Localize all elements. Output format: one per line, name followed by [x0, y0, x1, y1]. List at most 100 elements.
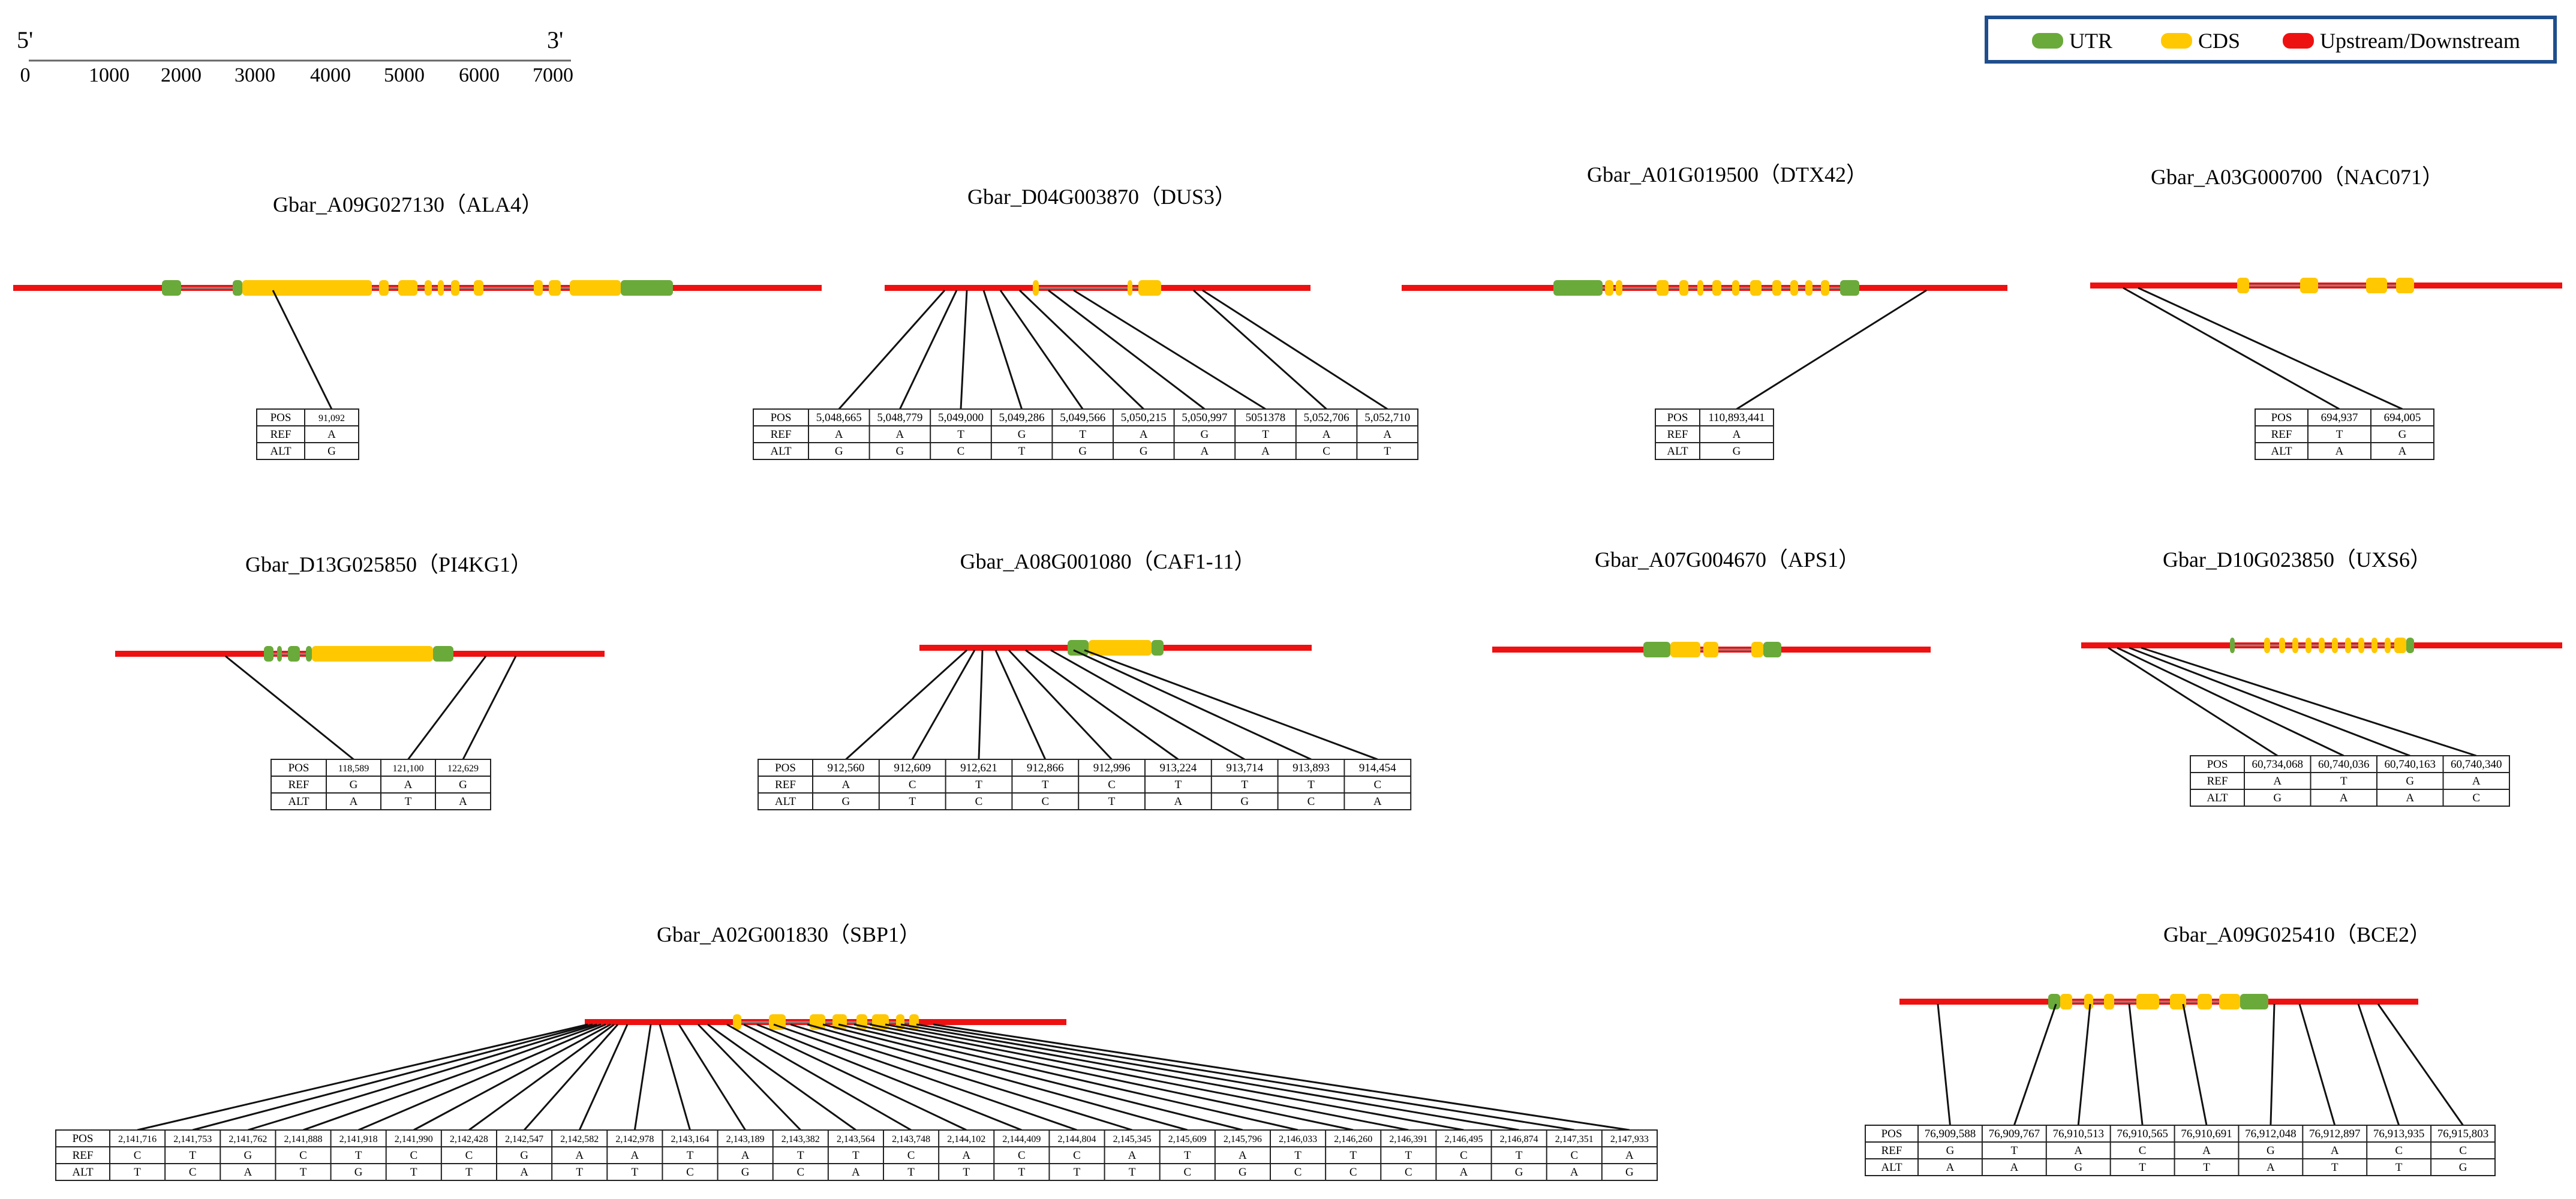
snp-ref-cell: A	[896, 428, 904, 441]
snp-position-cell: 2,141,762	[229, 1134, 267, 1144]
cds-exon	[2366, 278, 2387, 293]
snp-connector-line	[999, 290, 1084, 410]
snp-ref-cell: A	[327, 428, 336, 441]
cds-exon	[534, 280, 543, 296]
snp-ref-cell: C	[2139, 1144, 2147, 1157]
snp-alt-cell: G	[842, 795, 850, 808]
snp-position-cell: 2,146,391	[1389, 1134, 1427, 1144]
gene-panel: Gbar_D10G023850（UXS6）POSREFALT60,734,068…	[2081, 548, 2562, 807]
cds-exon	[2219, 994, 2240, 1009]
snp-connector-line	[523, 1024, 619, 1131]
snp-alt-cell: G	[1140, 445, 1148, 458]
gene-panel: Gbar_A01G019500（DTX42）POSREFALT110,893,4…	[1402, 163, 2007, 460]
cds-exon	[2345, 638, 2351, 653]
utr-exon	[2406, 638, 2414, 653]
snp-row-label: ALT	[1667, 445, 1688, 458]
snp-connector-line	[2129, 647, 2410, 757]
snp-alt-cell: A	[2340, 792, 2348, 804]
gene-panel: Gbar_A08G001080（CAF1-11）POSREFALT912,560…	[758, 549, 1412, 810]
snp-connector-line	[899, 290, 958, 410]
snp-ref-cell: T	[1516, 1149, 1523, 1162]
cds-exon	[769, 1014, 786, 1030]
snp-alt-cell: C	[1349, 1166, 1357, 1179]
snp-row-label: REF	[771, 428, 792, 441]
snp-alt-cell: T	[2139, 1161, 2146, 1174]
snp-connector-line	[2357, 1003, 2400, 1126]
snp-ref-cell: C	[2459, 1144, 2467, 1157]
snp-connector-line	[838, 1023, 1298, 1131]
snp-position-cell: 2,146,495	[1445, 1134, 1483, 1144]
snp-ref-cell: A	[2074, 1144, 2082, 1157]
cds-exon	[2136, 994, 2159, 1009]
snp-ref-cell: G	[520, 1149, 528, 1162]
snp-alt-cell: G	[1240, 795, 1249, 808]
snp-alt-cell: T	[909, 795, 916, 808]
snp-position-cell: 5,048,665	[816, 411, 862, 424]
cds-exon	[438, 280, 444, 296]
snp-ref-cell: C	[1073, 1149, 1081, 1162]
snp-connector-line	[978, 650, 984, 760]
cds-exon	[1657, 280, 1669, 296]
legend-label: Upstream/Downstream	[2320, 29, 2520, 53]
snp-alt-cell: A	[2335, 445, 2344, 458]
cds-exon	[570, 280, 621, 296]
cds-exon	[1138, 280, 1161, 296]
snp-position-cell: 2,146,033	[1279, 1134, 1317, 1144]
snp-position-cell: 2,144,409	[1002, 1134, 1041, 1144]
cds-exon	[1821, 280, 1829, 296]
snp-ref-cell: A	[2331, 1144, 2339, 1157]
snp-alt-cell: A	[520, 1166, 528, 1179]
snp-table-frame	[256, 408, 359, 460]
snp-row-label: ALT	[270, 445, 291, 458]
utr-exon	[1068, 640, 1089, 656]
snp-alt-cell: T	[907, 1166, 915, 1179]
snp-connector-line	[885, 1023, 1464, 1131]
snp-row-label: POS	[73, 1132, 94, 1145]
snp-ref-cell: G	[2398, 428, 2407, 441]
cds-exon	[1790, 280, 1798, 296]
cds-exon	[2198, 994, 2212, 1009]
utr-exon	[1553, 280, 1603, 296]
snp-row-label: POS	[2271, 411, 2292, 424]
snp-position-cell: 5,052,706	[1304, 411, 1349, 424]
snp-position-cell: 76,913,935	[2373, 1128, 2425, 1140]
snp-position-cell: 76,912,048	[2245, 1128, 2297, 1140]
snp-row-label: REF	[1881, 1144, 1902, 1157]
snp-ref-cell: A	[1383, 428, 1391, 441]
snp-ref-cell: T	[852, 1149, 859, 1162]
cds-exon	[1712, 280, 1721, 296]
snp-connector-line	[2270, 1003, 2276, 1126]
snp-position-cell: 2,145,609	[1168, 1134, 1207, 1144]
snp-position-cell: 2,143,564	[837, 1134, 875, 1144]
snp-connector-line	[853, 1023, 1354, 1131]
snp-position-cell: 2,143,189	[726, 1134, 765, 1144]
snp-connector-line	[838, 290, 946, 410]
snp-ref-cell: T	[2336, 428, 2343, 441]
snp-position-cell: 912,621	[960, 762, 997, 774]
snp-position-cell: 2,147,351	[1555, 1134, 1594, 1144]
snp-row-label: ALT	[72, 1166, 94, 1179]
snp-alt-cell: T	[2331, 1161, 2338, 1174]
cds-exon	[2170, 994, 2186, 1009]
snp-position-cell: 2,145,796	[1224, 1134, 1262, 1144]
cds-exon	[1732, 280, 1739, 296]
snp-ref-cell: A	[1625, 1149, 1634, 1162]
snp-alt-cell: C	[1183, 1166, 1191, 1179]
snp-ref-cell: A	[1239, 1149, 1247, 1162]
snp-position-cell: 76,912,897	[2309, 1128, 2361, 1140]
snp-connector-line	[1025, 649, 1179, 761]
snp-connector-line	[911, 650, 976, 760]
snp-position-cell: 694,937	[2321, 411, 2358, 424]
snp-connector-line	[982, 290, 1023, 410]
snp-table-frame	[2255, 408, 2434, 460]
scale-tick-label: 4000	[310, 64, 351, 86]
snp-alt-cell: A	[2267, 1161, 2275, 1174]
snp-table-frame	[1865, 1125, 2496, 1176]
three-prime-label: 3'	[547, 26, 563, 53]
legend-swatch	[2032, 33, 2063, 49]
cds-exon	[549, 280, 561, 296]
snp-connector-line	[659, 1024, 691, 1131]
